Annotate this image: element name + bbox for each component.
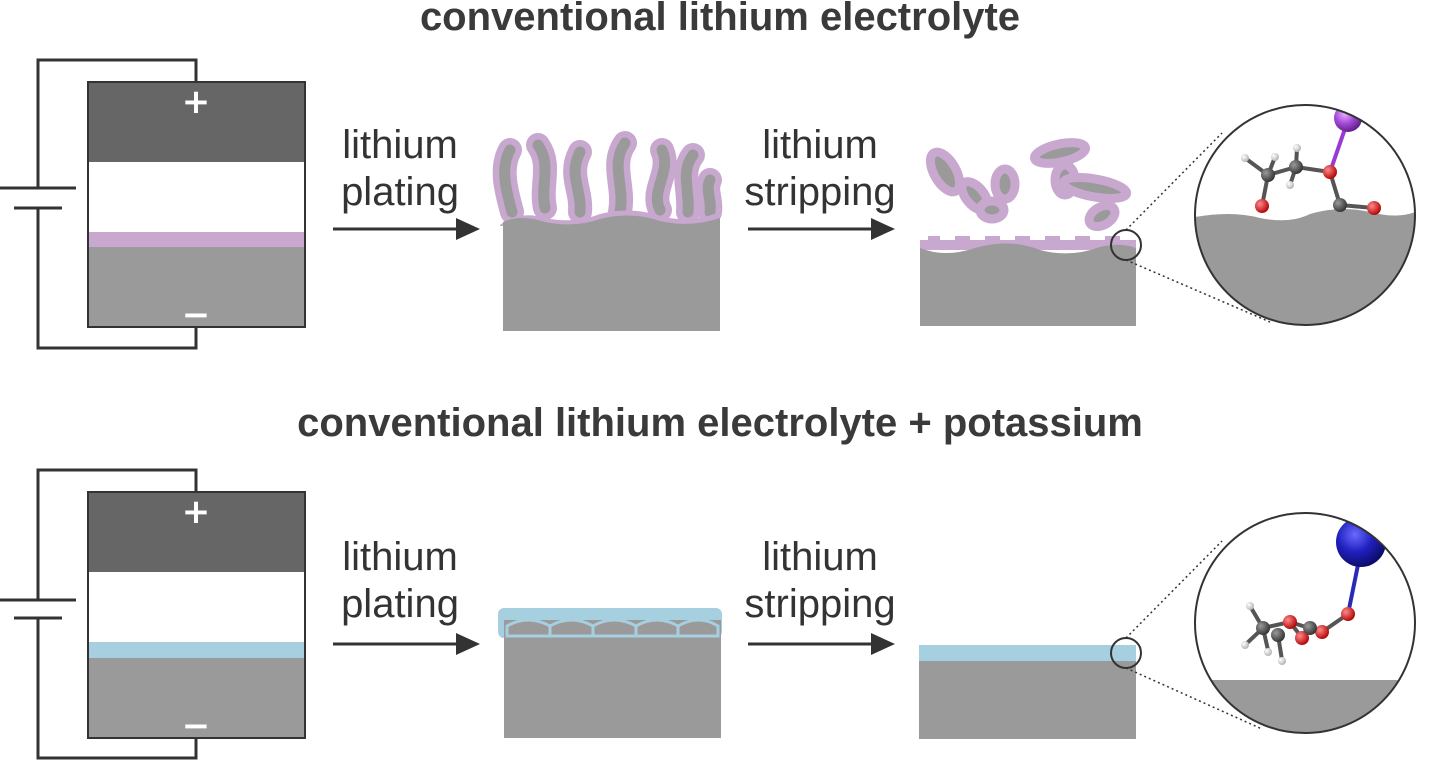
step-label-line2: plating — [341, 170, 459, 214]
molecular-zoom — [1194, 104, 1416, 326]
arrow-icon — [748, 218, 895, 240]
step-label-line1: lithium — [762, 535, 878, 579]
zoom-lines — [1125, 132, 1271, 323]
step-label-line1: lithium — [762, 123, 878, 167]
plus-sign: + — [182, 492, 211, 532]
dendrite-growth — [492, 131, 723, 224]
step-label-line2: stripping — [744, 170, 895, 214]
cell-border — [87, 491, 306, 739]
sei-layer — [919, 645, 1136, 661]
cathode — [88, 492, 305, 572]
step-label-line1: lithium — [342, 535, 458, 579]
minus-sign: − — [182, 706, 211, 746]
cell: + − — [87, 81, 306, 335]
cell-border — [87, 81, 306, 328]
step-label-line1: lithium — [342, 123, 458, 167]
stripped-lithium-block — [919, 661, 1136, 739]
broken-sei-surface — [920, 236, 1136, 250]
panel-conventional: conventional lithium electrolyte + − lit… — [0, 0, 1416, 350]
panel-title: conventional lithium electrolyte + potas… — [297, 401, 1143, 445]
electrolyte — [88, 572, 305, 642]
step-label-line2: stripping — [744, 582, 895, 626]
uniform-plating — [498, 608, 722, 738]
electrolyte — [88, 162, 305, 232]
circuit-wire — [36, 58, 198, 350]
sei-layer — [88, 642, 305, 658]
plated-lithium-block — [503, 215, 720, 331]
battery-symbol — [0, 186, 76, 210]
arrow-icon — [333, 633, 480, 655]
cell: + − — [87, 491, 306, 746]
stripped-lithium-block — [920, 243, 1136, 326]
arrow-icon — [333, 218, 480, 240]
lithium-anode — [88, 658, 305, 738]
dead-lithium-fragments — [925, 138, 1132, 231]
lithium-anode — [88, 247, 305, 327]
battery-symbol — [0, 598, 76, 620]
plus-sign: + — [182, 82, 211, 122]
minus-sign: − — [182, 295, 211, 335]
panel-potassium: conventional lithium electrolyte + potas… — [0, 401, 1416, 760]
sei-layer — [88, 232, 305, 247]
lithium-surface — [1195, 680, 1415, 733]
arrow-icon — [748, 633, 895, 655]
step-label-line2: plating — [341, 582, 459, 626]
lithium-surface — [1195, 209, 1415, 325]
cathode — [88, 82, 305, 162]
circuit-wire — [36, 468, 198, 760]
panel-title: conventional lithium electrolyte — [420, 0, 1020, 39]
molecular-zoom — [1194, 512, 1416, 734]
